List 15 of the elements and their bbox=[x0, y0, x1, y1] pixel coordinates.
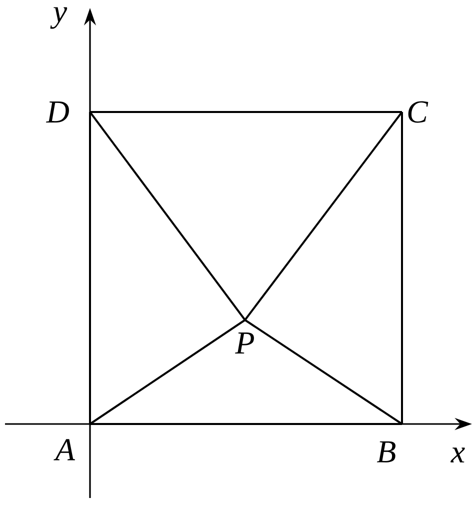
line-segment bbox=[90, 111, 402, 113]
line-segment bbox=[401, 112, 403, 424]
line-segment bbox=[244, 319, 403, 425]
line-segment bbox=[244, 111, 403, 321]
point-label: P bbox=[235, 332, 254, 354]
line-segment bbox=[89, 319, 246, 425]
axis-label: x bbox=[450, 448, 465, 462]
point-label: A bbox=[54, 439, 76, 460]
point-label: B bbox=[376, 441, 396, 462]
axis-label: y bbox=[50, 7, 68, 29]
line-segment bbox=[90, 423, 402, 425]
point-label: D bbox=[46, 102, 69, 122]
line-segment bbox=[89, 111, 246, 321]
line-segment bbox=[89, 112, 91, 424]
point-label: C bbox=[408, 101, 428, 123]
